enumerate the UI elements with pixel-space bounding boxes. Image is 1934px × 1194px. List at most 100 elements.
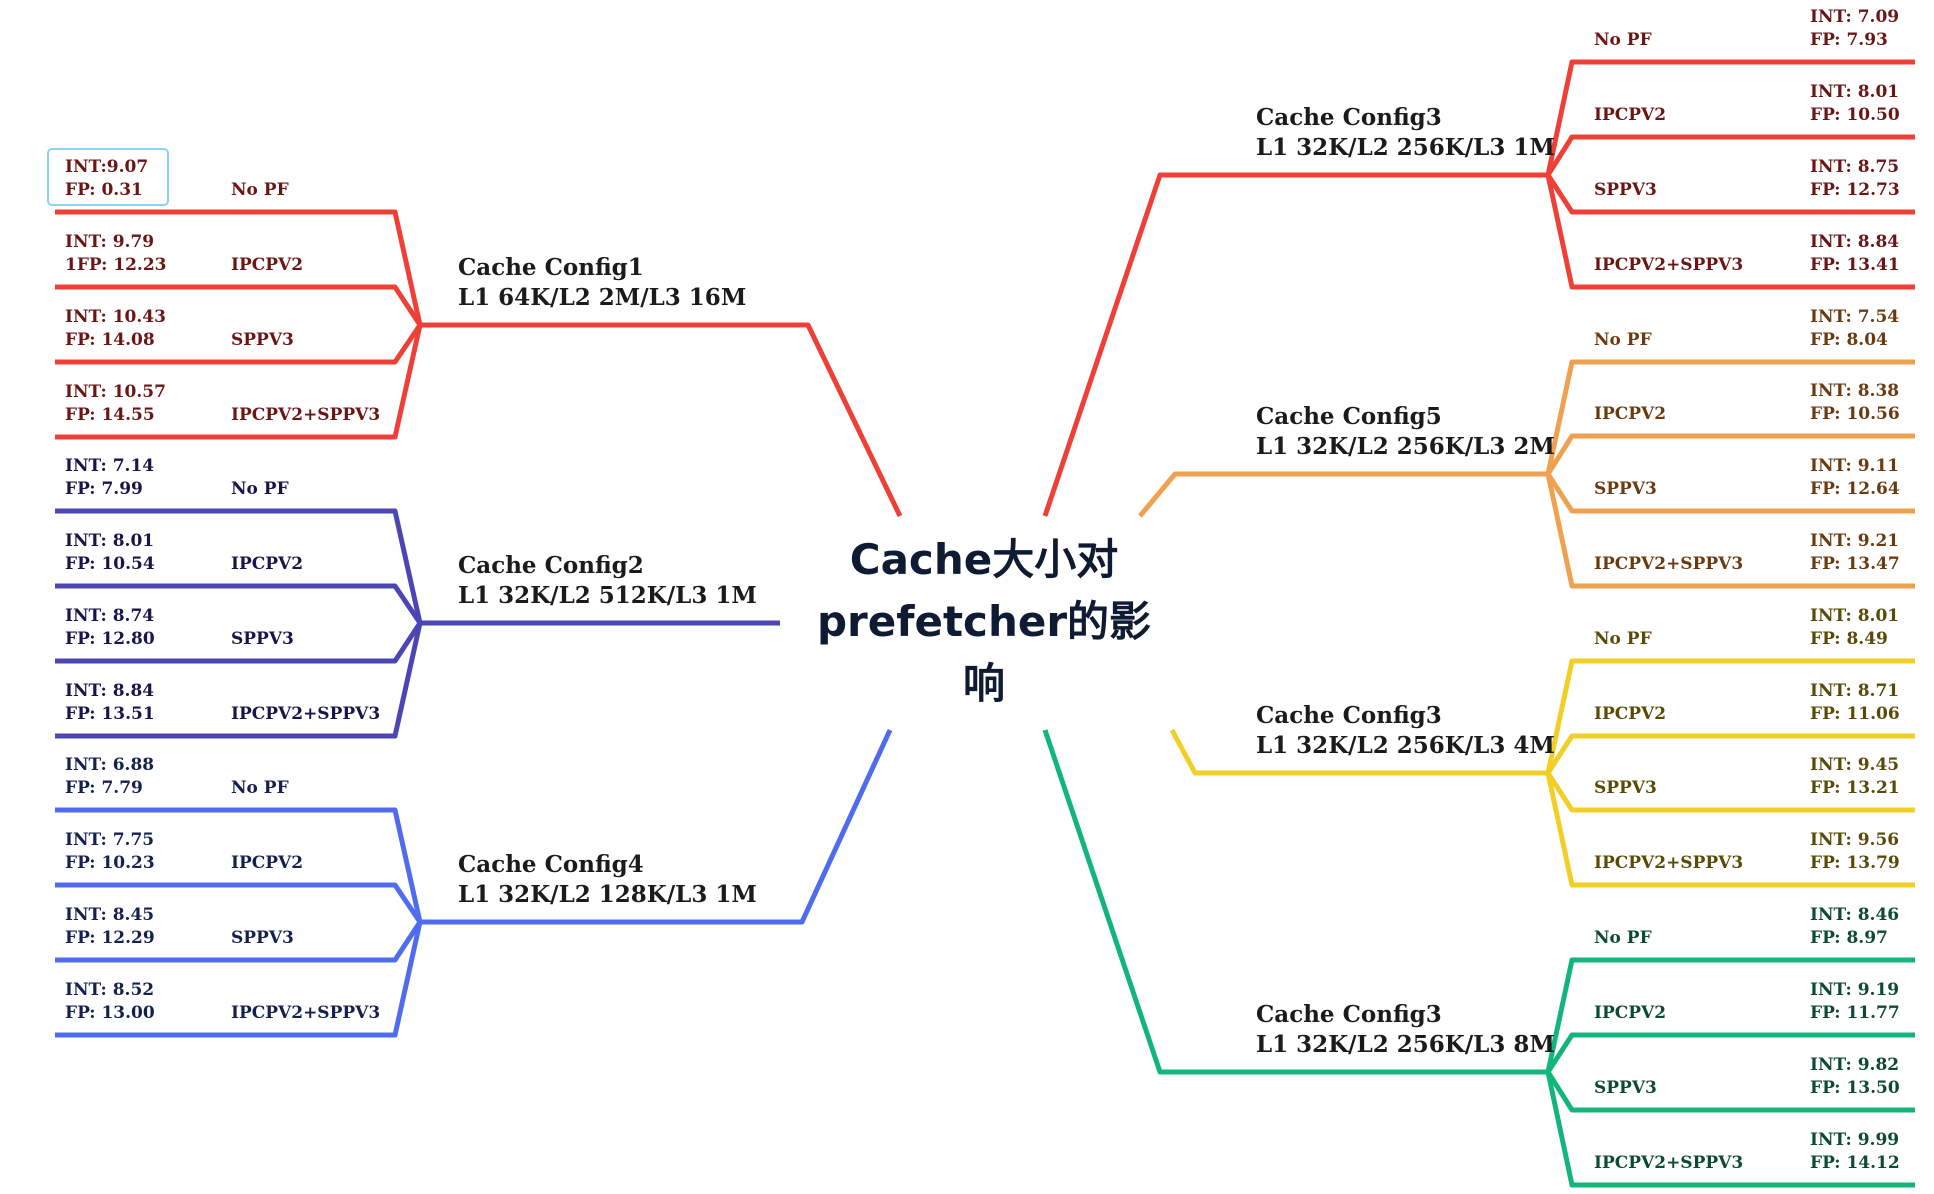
prefetcher-name: IPCPV2+SPPV3 bbox=[1594, 255, 1743, 275]
main-connector-left-3 bbox=[420, 728, 893, 925]
fp-score: FP: 12.80 bbox=[65, 629, 155, 649]
int-score: INT: 9.99 bbox=[1810, 1130, 1899, 1150]
config-title: Cache Config2 bbox=[458, 552, 644, 579]
config-subtitle: L1 32K/L2 256K/L3 8M bbox=[1256, 1031, 1555, 1058]
fp-score: FP: 11.06 bbox=[1810, 704, 1900, 724]
fp-score: FP: 10.50 bbox=[1810, 105, 1900, 125]
leaf-connector bbox=[1545, 174, 1915, 290]
leaf-connector bbox=[55, 622, 423, 739]
prefetcher-name: SPPV3 bbox=[1594, 778, 1657, 798]
prefetcher-name: IPCPV2+SPPV3 bbox=[1594, 1153, 1743, 1173]
selection-highlight[interactable] bbox=[47, 148, 169, 206]
int-score: INT:9.07 bbox=[65, 157, 148, 177]
prefetcher-name: SPPV3 bbox=[231, 330, 294, 350]
fp-score: FP: 13.50 bbox=[1810, 1078, 1900, 1098]
int-score: INT: 8.71 bbox=[1810, 681, 1899, 701]
int-score: INT: 9.21 bbox=[1810, 531, 1899, 551]
int-score: INT: 8.38 bbox=[1810, 381, 1899, 401]
int-score: INT: 9.19 bbox=[1810, 980, 1899, 1000]
leaf-connector bbox=[1545, 173, 1915, 215]
fp-score: FP: 11.77 bbox=[1810, 1003, 1900, 1023]
int-score: INT: 8.45 bbox=[65, 905, 154, 925]
center-title-line: Cache大小对 bbox=[850, 535, 1118, 584]
config-subtitle: L1 32K/L2 256K/L3 2M bbox=[1256, 433, 1555, 460]
fp-score: FP: 8.49 bbox=[1810, 629, 1888, 649]
fp-score: FP: 8.04 bbox=[1810, 330, 1888, 350]
leaf-connector bbox=[1545, 359, 1915, 475]
prefetcher-name: IPCPV2 bbox=[231, 554, 303, 574]
main-connector-right-4 bbox=[1042, 729, 1548, 1075]
fp-score: FP: 14.08 bbox=[65, 330, 155, 350]
prefetcher-name: IPCPV2+SPPV3 bbox=[1594, 853, 1743, 873]
center-title-line: 响 bbox=[963, 659, 1005, 708]
prefetcher-name: No PF bbox=[231, 180, 289, 200]
fp-score: FP: 10.23 bbox=[65, 853, 155, 873]
leaf-connector bbox=[55, 882, 423, 924]
config-subtitle: L1 32K/L2 128K/L3 1M bbox=[458, 881, 757, 908]
fp-score: 1FP: 12.23 bbox=[65, 255, 167, 275]
config-title: Cache Config4 bbox=[458, 851, 644, 878]
int-score: INT: 7.14 bbox=[65, 456, 154, 476]
fp-score: FP: 14.12 bbox=[1810, 1153, 1900, 1173]
fp-score: FP: 13.51 bbox=[65, 704, 155, 724]
int-score: INT: 8.75 bbox=[1810, 157, 1899, 177]
leaf-connector bbox=[1545, 771, 1915, 813]
int-score: INT: 7.54 bbox=[1810, 307, 1899, 327]
config-title: Cache Config1 bbox=[458, 254, 644, 281]
leaf-connector bbox=[1545, 772, 1915, 888]
prefetcher-name: IPCPV2+SPPV3 bbox=[231, 1003, 380, 1023]
leaf-connector bbox=[55, 323, 423, 365]
int-score: INT: 10.43 bbox=[65, 307, 166, 327]
leaf-connector bbox=[55, 209, 423, 326]
main-connector-right-3 bbox=[1169, 728, 1548, 776]
config-title: Cache Config5 bbox=[1256, 403, 1442, 430]
prefetcher-name: IPCPV2 bbox=[1594, 704, 1666, 724]
prefetcher-name: SPPV3 bbox=[1594, 479, 1657, 499]
leaf-connector bbox=[1545, 1032, 1915, 1074]
int-score: INT: 9.56 bbox=[1810, 830, 1899, 850]
config-subtitle: L1 32K/L2 256K/L3 1M bbox=[1256, 134, 1555, 161]
config-title: Cache Config3 bbox=[1256, 104, 1442, 131]
fp-score: FP: 10.54 bbox=[65, 554, 155, 574]
prefetcher-name: IPCPV2 bbox=[231, 853, 303, 873]
config-subtitle: L1 64K/L2 2M/L3 16M bbox=[458, 284, 746, 311]
leaf-connector bbox=[55, 583, 423, 625]
main-connector-right-1 bbox=[1042, 172, 1548, 517]
fp-score: FP: 12.64 bbox=[1810, 479, 1900, 499]
int-score: INT: 9.79 bbox=[65, 232, 154, 252]
int-score: INT: 7.75 bbox=[65, 830, 154, 850]
leaf-connector bbox=[1545, 1070, 1915, 1113]
branch-labels: Cache Config1 L1 64K/L2 2M/L3 16M INT:9.07… bbox=[47, 7, 1900, 1173]
fp-score: FP: 8.97 bbox=[1810, 928, 1888, 948]
int-score: INT: 9.11 bbox=[1810, 456, 1899, 476]
leaf-connector bbox=[55, 621, 423, 664]
prefetcher-name: IPCPV2 bbox=[1594, 105, 1666, 125]
leaf-connector bbox=[1545, 658, 1915, 774]
prefetcher-name: No PF bbox=[1594, 30, 1652, 50]
prefetcher-name: No PF bbox=[231, 479, 289, 499]
prefetcher-name: IPCPV2+SPPV3 bbox=[231, 405, 380, 425]
leaf-connector bbox=[55, 921, 423, 1038]
config-subtitle: L1 32K/L2 512K/L3 1M bbox=[458, 582, 757, 609]
main-connector-right-2 bbox=[1138, 471, 1548, 518]
fp-score: FP: 13.41 bbox=[1810, 255, 1900, 275]
prefetcher-name: IPCPV2 bbox=[231, 255, 303, 275]
int-score: INT: 7.09 bbox=[1810, 7, 1899, 27]
int-score: INT: 8.84 bbox=[65, 681, 154, 701]
leaf-connector bbox=[1545, 433, 1915, 476]
int-score: INT: 9.82 bbox=[1810, 1055, 1899, 1075]
leaf-connector bbox=[1545, 134, 1915, 177]
int-score: INT: 8.52 bbox=[65, 980, 154, 1000]
prefetcher-name: IPCPV2+SPPV3 bbox=[231, 704, 380, 724]
leaf-connector bbox=[1545, 59, 1915, 176]
branch-connectors bbox=[55, 59, 1915, 1188]
leaf-connector bbox=[55, 324, 423, 440]
int-score: INT: 8.84 bbox=[1810, 232, 1899, 252]
leaf-connector bbox=[55, 284, 423, 327]
prefetcher-name: SPPV3 bbox=[231, 629, 294, 649]
int-score: INT: 8.01 bbox=[65, 531, 154, 551]
leaf-connector bbox=[1545, 957, 1915, 1073]
leaf-connector bbox=[55, 508, 423, 624]
